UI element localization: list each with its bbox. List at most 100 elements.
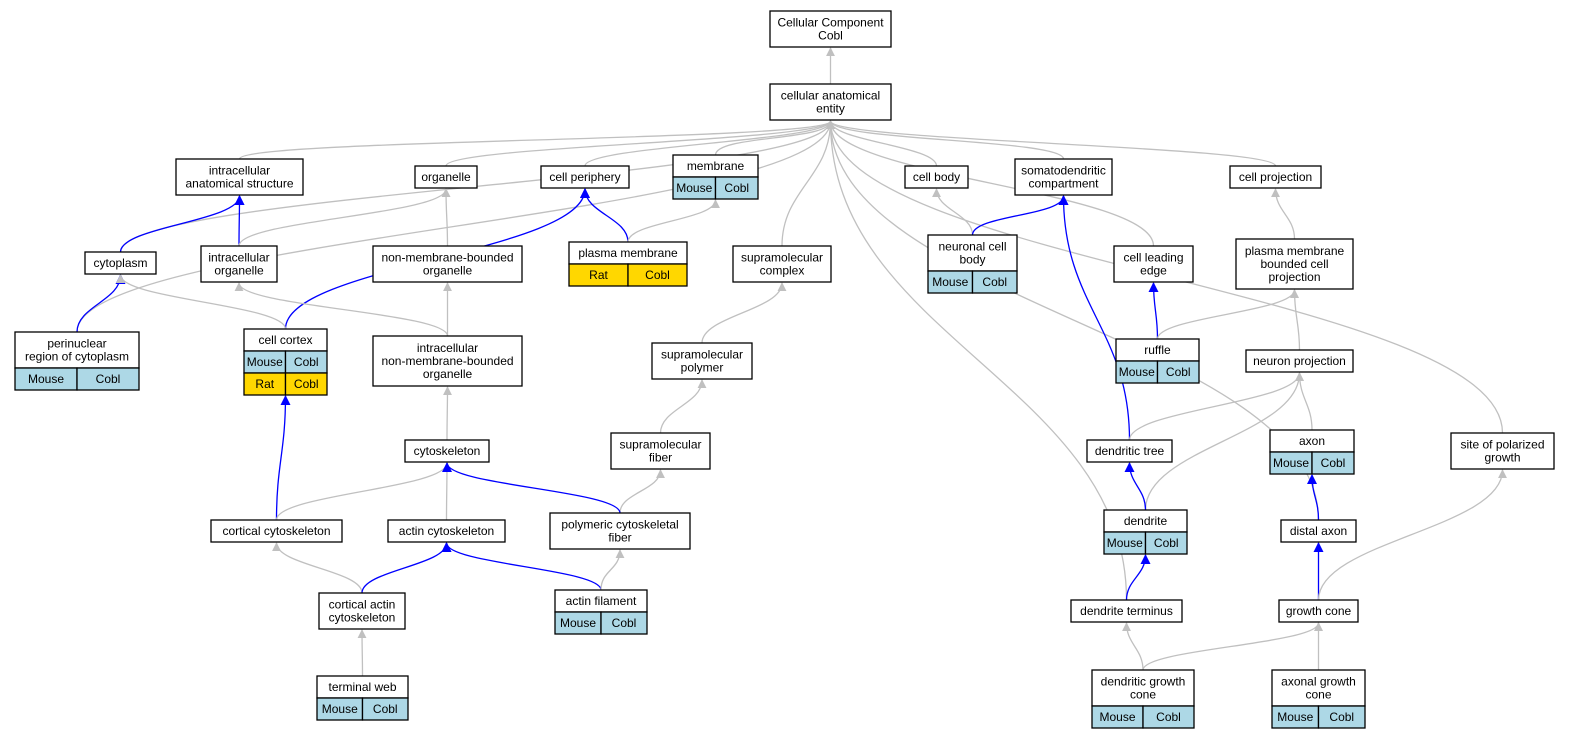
node-dterm[interactable]: dendrite terminus	[1070, 599, 1183, 623]
node-box	[927, 234, 1018, 272]
species-label: Mouse	[28, 372, 64, 386]
node-box	[540, 165, 630, 189]
edge-pmbcp-to-cellproj	[1271, 188, 1296, 240]
species-label: Mouse	[1273, 456, 1309, 470]
node-label: dendritic tree	[1095, 444, 1165, 458]
edge-ncb-to-cellbody	[932, 188, 974, 236]
node-label: supramolecular	[619, 438, 701, 452]
gene-cell	[1311, 451, 1355, 475]
node-cytoplasm[interactable]: cytoplasm	[84, 251, 157, 275]
node-label: distal axon	[1290, 524, 1347, 538]
gene-label: Cobl	[294, 377, 319, 391]
node-label: intracellular	[417, 341, 478, 355]
node-label: membrane	[687, 159, 745, 173]
edge-suppoly-to-supcomplex	[701, 282, 787, 344]
node-label: complex	[760, 264, 805, 278]
node-box	[1450, 432, 1555, 470]
node-label: growth	[1484, 451, 1520, 465]
species-label: Mouse	[1099, 710, 1135, 724]
edge-actinfil-to-polyfiber	[600, 549, 625, 591]
node-distal[interactable]: distal axon	[1280, 519, 1357, 543]
node-box	[1229, 165, 1322, 189]
node-cortcyto[interactable]: cortical cytoskeleton	[210, 519, 343, 543]
edge-organelle-to-cae	[445, 120, 835, 167]
node-box	[904, 165, 969, 189]
node-cellproj[interactable]: cell projection	[1229, 165, 1322, 189]
edge-dterm-to-dendrite	[1125, 554, 1151, 601]
node-label: supramolecular	[661, 348, 743, 362]
node-label: site of polarized	[1460, 438, 1544, 452]
edge-cytoskeleton-to-inmbo	[442, 386, 452, 441]
node-box	[404, 439, 490, 463]
node-label: organelle	[423, 264, 473, 278]
node-label: intracellular	[208, 251, 269, 265]
edge-nmbo-to-organelle	[441, 188, 451, 247]
node-box	[1245, 349, 1354, 373]
node-label: cytoskeleton	[329, 611, 396, 625]
edge-axon-to-neuronproj	[1295, 372, 1313, 431]
edge-polyfiber-to-supfiber	[619, 469, 665, 514]
node-label: cortical cytoskeleton	[222, 524, 330, 538]
gene-label: Cobl	[373, 702, 398, 716]
node-box	[1235, 238, 1354, 290]
node-box	[769, 83, 892, 121]
node-box	[84, 251, 157, 275]
edge-actincyto-to-cytoskeleton	[442, 462, 452, 521]
node-dtree[interactable]: dendritic tree	[1086, 439, 1173, 463]
edge-cellproj-to-cae	[826, 120, 1277, 167]
gene-cell	[600, 611, 648, 635]
node-label: entity	[816, 102, 845, 116]
node-actincyto[interactable]: actin cytoskeleton	[387, 519, 506, 543]
node-label: plasma membrane	[578, 246, 678, 260]
node-organelle[interactable]: organelle	[414, 165, 478, 189]
node-gcone[interactable]: growth cone	[1278, 599, 1359, 623]
node-label: neuronal cell	[938, 240, 1006, 254]
node-cytoskeleton[interactable]: cytoskeleton	[404, 439, 490, 463]
edge-cytoplasm-to-ias	[119, 195, 245, 253]
node-inmbo[interactable]: intracellularnon-membrane-boundedorganel…	[372, 335, 523, 387]
species-label: Mouse	[322, 702, 358, 716]
node-label: ruffle	[1144, 343, 1171, 357]
edge-gcone-to-polarized	[1317, 469, 1507, 601]
node-neuronproj[interactable]: neuron projection	[1245, 349, 1354, 373]
edge-inmbo-to-intraorg	[234, 282, 449, 337]
node-cellbody[interactable]: cell body	[904, 165, 969, 189]
node-label: edge	[1140, 264, 1167, 278]
node-label: intracellular	[209, 164, 270, 178]
node-box	[1070, 599, 1183, 623]
node-label: cone	[1305, 688, 1331, 702]
gene-label: Cobl	[96, 372, 121, 386]
node-periphery[interactable]: cell periphery	[540, 165, 630, 189]
edge-termweb-to-cortactin	[357, 629, 367, 677]
node-label: region of cytoplasm	[25, 350, 129, 364]
edge-neuronproj-to-pmbcp	[1290, 289, 1301, 351]
gene-label: Cobl	[612, 616, 637, 630]
